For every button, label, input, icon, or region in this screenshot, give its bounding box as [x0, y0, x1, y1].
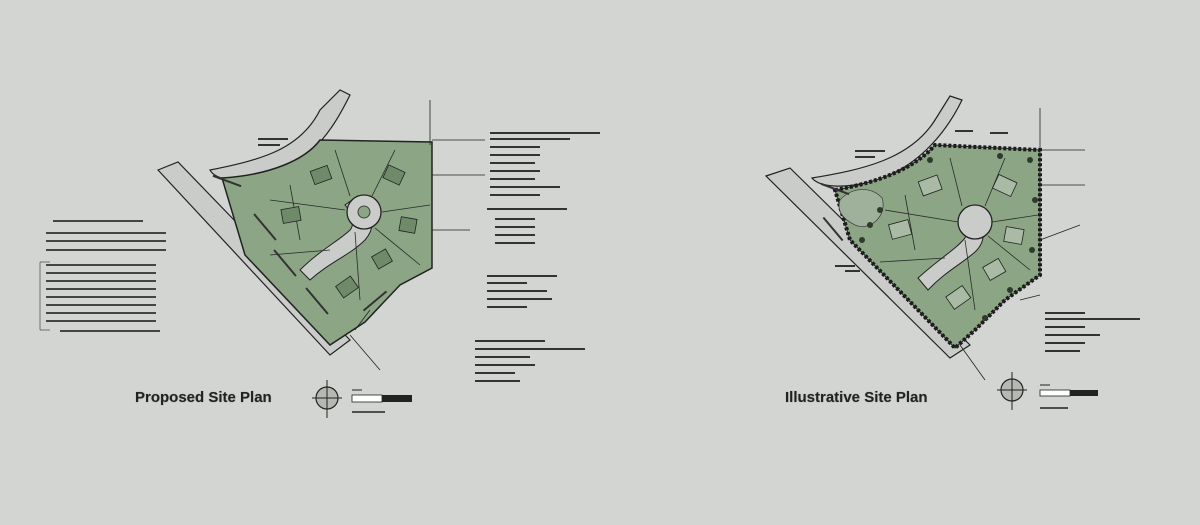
right-north-arrow-icon: [997, 372, 1027, 410]
left-scale-bar-icon: [351, 389, 412, 413]
left-curve-table: [39, 261, 50, 331]
left-cul-de-sac-island: [357, 205, 371, 219]
left-parcel: [221, 139, 433, 346]
proposed-site-plan: Proposed Site Plan: [39, 89, 600, 418]
right-scale-bar-icon: [1039, 384, 1098, 409]
right-plan-title: Illustrative Site Plan: [785, 389, 928, 406]
left-plan-title: Proposed Site Plan: [135, 389, 272, 406]
right-leaders: [959, 108, 1085, 381]
left-notes: [475, 132, 600, 382]
left-table-text-lines: [46, 220, 166, 332]
right-pond: [838, 189, 884, 227]
right-tree-clusters: [859, 153, 1038, 321]
left-lot-lines: [269, 149, 431, 301]
left-north-arrow-icon: [312, 380, 342, 418]
illustrative-site-plan: Illustrative Site Plan: [764, 95, 1140, 410]
right-houses: [888, 173, 1025, 310]
left-houses: [280, 164, 418, 299]
left-leaders: [349, 100, 485, 371]
left-road-labels: [212, 138, 388, 315]
right-road-labels: [820, 130, 1008, 272]
right-cul-de-sac: [957, 204, 993, 240]
right-notes: [1045, 312, 1140, 352]
